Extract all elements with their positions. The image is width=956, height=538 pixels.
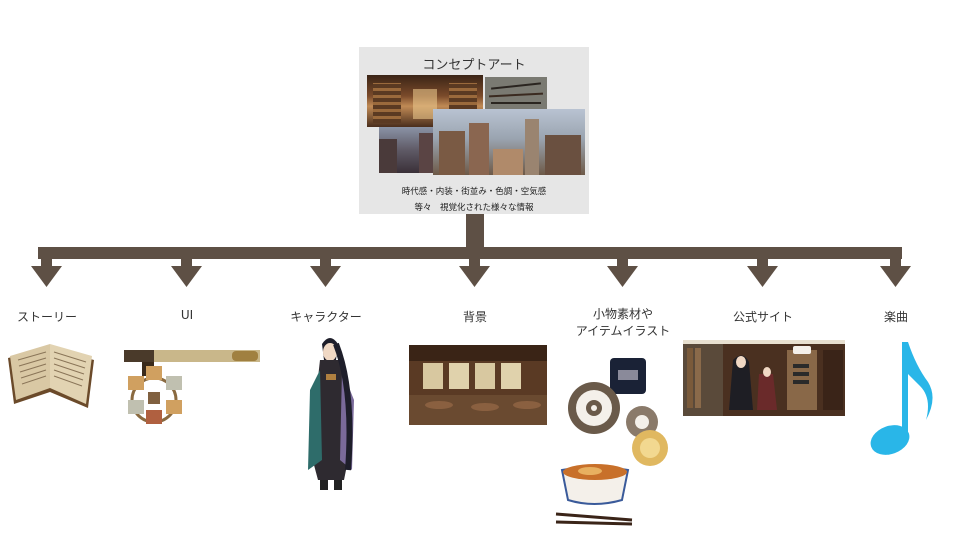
game-ui-icon: [124, 350, 260, 424]
drop-background: [469, 258, 480, 270]
drop-story: [41, 258, 52, 270]
arrowhead-items: [607, 266, 638, 287]
street-concept-image: [379, 127, 435, 173]
music-note-icon: [870, 342, 933, 455]
drop-items: [617, 258, 628, 270]
drop-ui: [181, 258, 192, 270]
website-screenshot: [683, 340, 845, 416]
branch-label-items-line-2: アイテムイラスト: [575, 324, 671, 338]
concept-desc-line-1: 時代感・内装・街並み・色調・空気感: [401, 187, 547, 197]
branch-label-background: 背景: [462, 310, 488, 324]
branch-label-website: 公式サイト: [732, 310, 794, 324]
horizontal-bar: [38, 247, 902, 259]
arrowhead-background: [459, 266, 490, 287]
arrowhead-story: [31, 266, 62, 287]
branch-label-items: 小物素材や アイテムイラスト: [576, 306, 671, 340]
arrowhead-ui: [171, 266, 202, 287]
concept-title: コンセプトアート: [422, 58, 526, 73]
arrowhead-music: [880, 266, 911, 287]
cafe-background: [409, 345, 547, 425]
items-illustration: [555, 358, 668, 526]
swords-concept-image: [485, 77, 547, 109]
drop-character: [320, 258, 331, 270]
trunk: [466, 214, 484, 250]
concept-art-box: コンセプトアート 時代感・内装・街並み・色調・空気感 等々 視覚化された様々な情…: [359, 47, 589, 214]
open-book-icon: [8, 344, 94, 408]
branch-label-music: 楽曲: [883, 310, 909, 324]
branch-label-items-line-1: 小物素材や: [592, 307, 653, 321]
branch-label-character: キャラクター: [290, 310, 362, 324]
arrowhead-website: [747, 266, 778, 287]
character-illustration: [308, 338, 354, 490]
drop-music: [890, 258, 901, 270]
drop-website: [757, 258, 768, 270]
arrow-tree-shapes: [31, 214, 911, 287]
branch-label-story: ストーリー: [16, 310, 78, 324]
branch-label-ui: UI: [180, 308, 194, 322]
arrowhead-character: [310, 266, 341, 287]
town-concept-image: [433, 109, 585, 175]
concept-desc-line-2: 等々 視覚化された様々な情報: [414, 203, 534, 213]
